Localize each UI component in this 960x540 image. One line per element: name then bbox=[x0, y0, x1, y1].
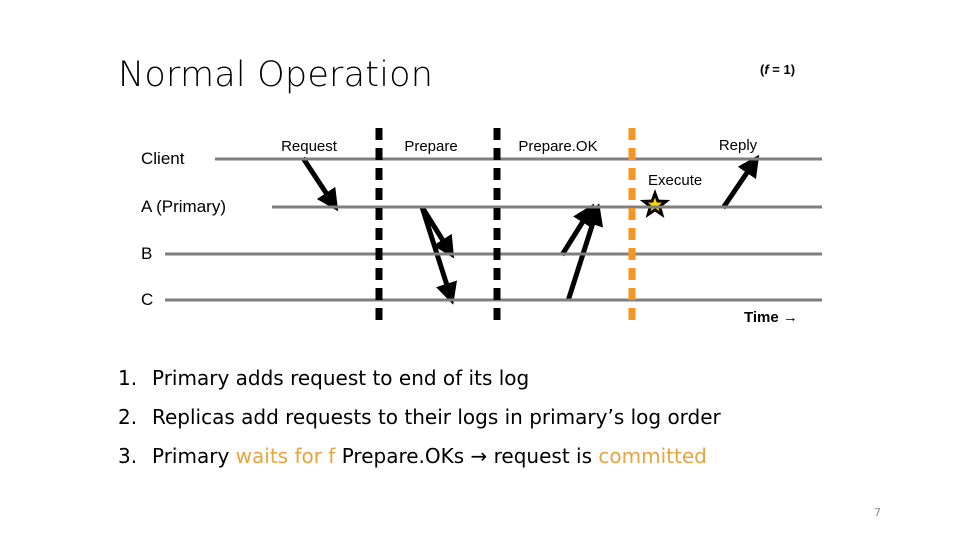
timeline-label-a-primary: A (Primary) bbox=[141, 197, 226, 216]
reply-arrow bbox=[720, 154, 760, 210]
annotation-value: = 1) bbox=[768, 62, 796, 77]
step-text-highlight: committed bbox=[598, 444, 707, 468]
page-title: Normal Operation bbox=[118, 55, 434, 95]
step-text-plain: Primary adds request to end of its log bbox=[152, 366, 530, 390]
message-label-reply: Reply bbox=[718, 137, 758, 154]
step-text-plain: Replicas add requests to their logs in p… bbox=[152, 405, 721, 429]
divider-after-prepare bbox=[493, 128, 501, 326]
divider-after-request bbox=[375, 128, 383, 326]
step-text-plain: Prepare.OKs → request is bbox=[335, 444, 599, 468]
step-text: Primary adds request to end of its log bbox=[152, 364, 878, 392]
execute-star bbox=[639, 189, 671, 218]
message-label-prepare-ok: Prepare.OK bbox=[518, 138, 598, 155]
timeline-label-c: C bbox=[141, 290, 154, 309]
message-label-request: Request bbox=[281, 138, 337, 155]
step-number: 2. bbox=[118, 405, 138, 429]
step-item: 3. Primary waits for f Prepare.OKs → requ… bbox=[118, 442, 878, 470]
page-number: 7 bbox=[874, 506, 881, 519]
execute-label: Execute bbox=[648, 172, 703, 189]
step-item: 1. Primary adds request to end of its log bbox=[118, 364, 878, 392]
timeline-line-a-primary bbox=[272, 205, 822, 209]
fault-tolerance-annotation: (f = 1) bbox=[760, 62, 795, 77]
annotation-open-paren: ( bbox=[760, 62, 765, 77]
step-number: 3. bbox=[118, 444, 138, 468]
step-item: 2. Replicas add requests to their logs in… bbox=[118, 403, 878, 431]
timeline-line-client bbox=[215, 157, 822, 161]
divider-after-prepareok bbox=[628, 128, 636, 326]
annotation-f-symbol: f bbox=[764, 62, 769, 77]
message-label-prepare: Prepare bbox=[404, 138, 458, 155]
time-axis-label: Time → bbox=[744, 309, 798, 326]
step-text: Replicas add requests to their logs in p… bbox=[152, 403, 878, 431]
step-text-plain: Primary bbox=[152, 444, 236, 468]
step-number: 1. bbox=[118, 366, 138, 390]
step-text: Primary waits for f Prepare.OKs → reques… bbox=[152, 442, 878, 470]
execute-star-inner bbox=[647, 197, 663, 212]
timeline-label-client: Client bbox=[141, 149, 185, 168]
step-text-highlight: waits for f bbox=[235, 444, 336, 468]
steps-list: 1. Primary adds request to end of its log… bbox=[118, 364, 878, 481]
request-arrow bbox=[300, 156, 339, 212]
timeline-label-b: B bbox=[141, 244, 153, 263]
